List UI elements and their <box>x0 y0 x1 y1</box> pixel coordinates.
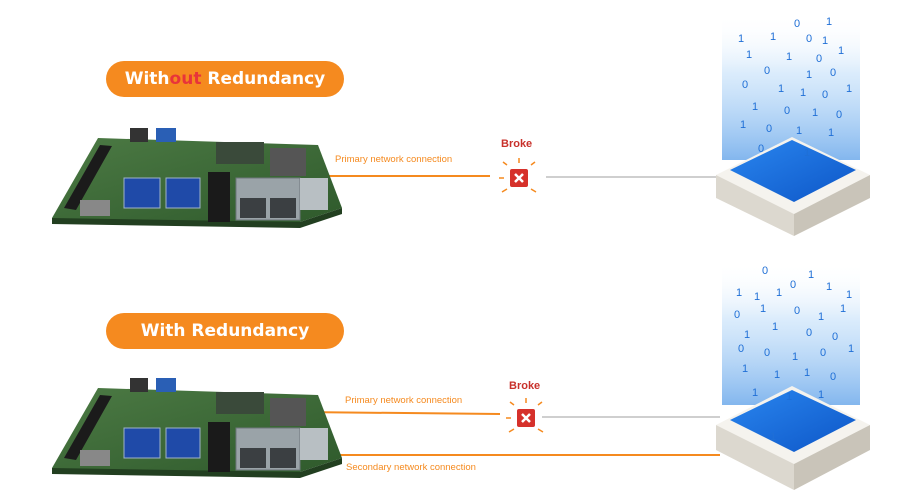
svg-text:0: 0 <box>820 347 826 359</box>
svg-text:1: 1 <box>818 389 824 401</box>
svg-text:1: 1 <box>818 311 824 323</box>
svg-text:0: 0 <box>806 327 812 339</box>
svg-text:1: 1 <box>738 33 744 45</box>
svg-text:1: 1 <box>740 119 746 131</box>
server-icon <box>716 262 870 490</box>
svg-text:0: 0 <box>832 331 838 343</box>
svg-text:1: 1 <box>822 35 828 47</box>
svg-text:1: 1 <box>752 387 758 399</box>
svg-text:1: 1 <box>806 69 812 81</box>
svg-text:1: 1 <box>804 147 810 159</box>
svg-text:1: 1 <box>786 51 792 63</box>
svg-text:1: 1 <box>770 31 776 43</box>
svg-text:0: 0 <box>836 109 842 121</box>
svg-text:1: 1 <box>840 303 846 315</box>
title-part1: With <box>124 69 170 89</box>
svg-text:0: 0 <box>784 105 790 117</box>
title-text: With Redundancy <box>140 321 310 341</box>
svg-text:1: 1 <box>760 303 766 315</box>
svg-text:1: 1 <box>746 49 752 61</box>
svg-text:0: 0 <box>794 305 800 317</box>
svg-text:0: 0 <box>764 65 770 77</box>
svg-text:1: 1 <box>774 369 780 381</box>
svg-text:1: 1 <box>736 287 742 299</box>
server-icon <box>716 15 870 236</box>
top-primary-label: Primary network connection <box>335 154 453 165</box>
svg-text:1: 1 <box>796 125 802 137</box>
svg-text:0: 0 <box>738 343 744 355</box>
svg-text:1: 1 <box>846 289 852 301</box>
motherboard-icon <box>52 128 342 228</box>
bottom-primary-label: Primary network connection <box>345 395 463 406</box>
svg-text:1: 1 <box>772 321 778 333</box>
bottom-secondary-label: Secondary network connection <box>346 462 476 473</box>
svg-text:0: 0 <box>766 123 772 135</box>
svg-text:0: 0 <box>758 143 764 155</box>
svg-text:0: 0 <box>830 67 836 79</box>
svg-text:0: 0 <box>806 33 812 45</box>
svg-text:1: 1 <box>848 343 854 355</box>
bottom-connection-lines <box>299 411 720 456</box>
svg-text:1: 1 <box>792 351 798 363</box>
svg-text:0: 0 <box>830 371 836 383</box>
svg-text:1: 1 <box>826 16 832 28</box>
svg-text:1: 1 <box>744 329 750 341</box>
svg-text:1: 1 <box>812 107 818 119</box>
svg-text:0: 0 <box>822 89 828 101</box>
svg-text:1: 1 <box>800 87 806 99</box>
svg-text:1: 1 <box>742 363 748 375</box>
broken-link-icon <box>499 158 537 193</box>
svg-text:0: 0 <box>790 279 796 291</box>
svg-text:1: 1 <box>828 127 834 139</box>
svg-text:1: 1 <box>770 431 776 443</box>
svg-text:1: 1 <box>838 45 844 57</box>
with-redundancy-title: With Redundancy <box>106 313 344 349</box>
svg-text:1: 1 <box>776 287 782 299</box>
broken-link-icon <box>506 398 544 433</box>
svg-text:1: 1 <box>846 83 852 95</box>
bottom-broke-label: Broke <box>509 380 541 392</box>
top-broke-label: Broke <box>501 138 533 150</box>
svg-text:1: 1 <box>804 367 810 379</box>
svg-text:0: 0 <box>742 79 748 91</box>
svg-text:1: 1 <box>778 83 784 95</box>
svg-text:0: 0 <box>794 18 800 30</box>
svg-text:1: 1 <box>752 101 758 113</box>
title-part2: Redundancy <box>201 69 326 89</box>
svg-text:1: 1 <box>808 269 814 281</box>
svg-text:0: 0 <box>762 265 768 277</box>
svg-text:0: 0 <box>816 53 822 65</box>
motherboard-icon <box>52 378 342 478</box>
svg-text:0: 0 <box>764 347 770 359</box>
title-highlight: out <box>169 69 202 89</box>
svg-text:1: 1 <box>826 281 832 293</box>
svg-text:0: 0 <box>734 309 740 321</box>
svg-text:1: 1 <box>754 291 760 303</box>
top-connection-lines <box>318 175 718 178</box>
svg-text:1: 1 <box>786 391 792 403</box>
